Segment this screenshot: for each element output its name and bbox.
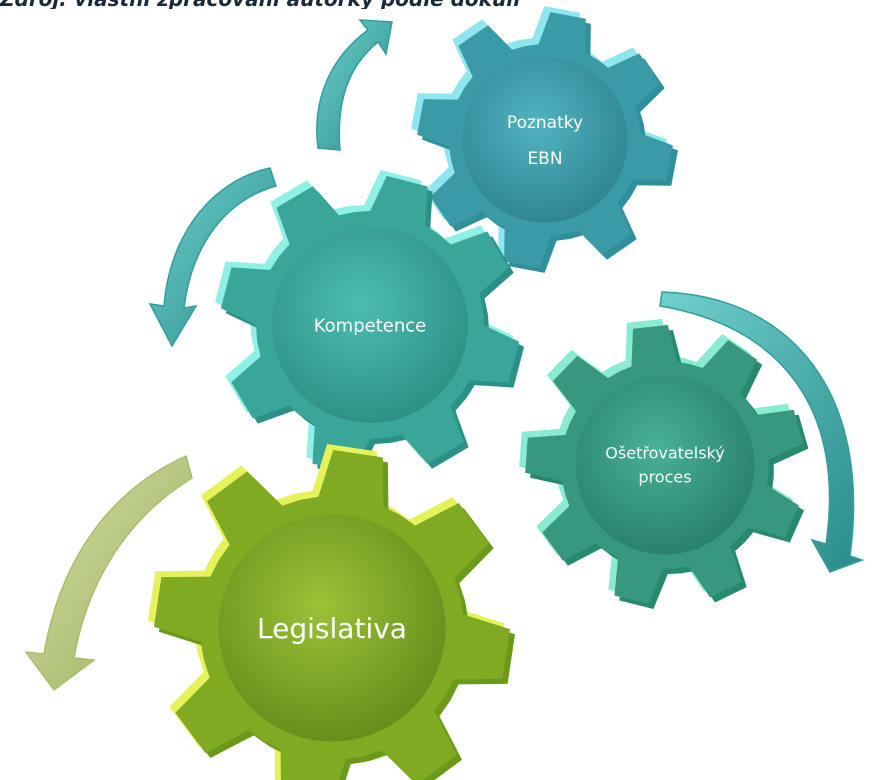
gear-poznatky-label-2: EBN	[527, 149, 562, 169]
gear-proces-disc	[575, 375, 755, 555]
gear-kompetence-label-1: Kompetence	[314, 315, 426, 336]
arrow-to-poznatky	[316, 19, 393, 151]
gear-legislativa-label-1: Legislativa	[257, 612, 407, 645]
gear-proces-label-2: proces	[638, 468, 691, 487]
figure-caption: Zdroj: vlastní zpracování autorky podle …	[0, 0, 520, 9]
arrow-to-legislativa	[24, 454, 193, 692]
gear-kompetence: Kompetence	[214, 169, 525, 480]
gear-legislativa: Legislativa	[148, 444, 515, 780]
arrow-around-proces	[659, 291, 865, 573]
gear-poznatky-label-1: Poznatky	[507, 113, 583, 133]
arrow-to-kompetence	[148, 167, 277, 348]
gear-kompetence-disc	[271, 226, 469, 424]
gear-legislativa-disc	[218, 514, 446, 742]
gear-poznatky-disc	[462, 57, 628, 223]
gear-proces: Ošetřovatelský proces	[519, 319, 809, 609]
gear-proces-label-1: Ošetřovatelský	[605, 444, 724, 463]
